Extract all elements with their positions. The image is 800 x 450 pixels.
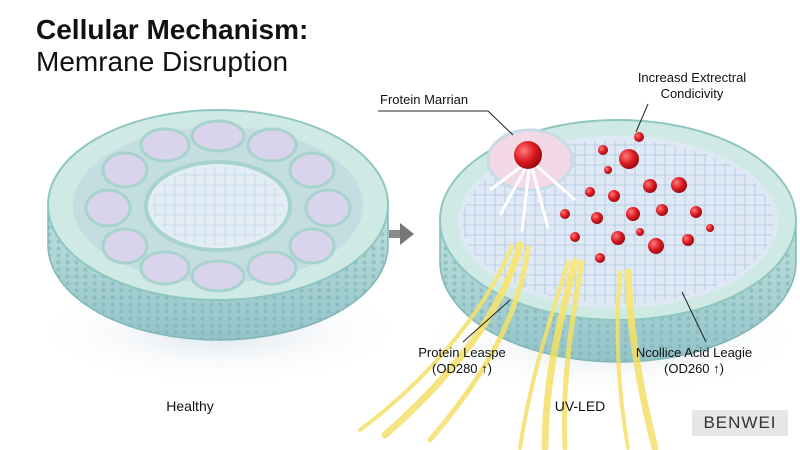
label-nucleic-acid-leakage-line-1: Ncollice Acid Leagie: [635, 345, 753, 360]
damaged-cell-pores: [440, 220, 796, 362]
healthy-cell: [30, 109, 410, 388]
healthy-cell-pores: [48, 205, 388, 340]
label-nucleic-acid-leakage: Ncollice Acid Leagie (OD260 ↑): [624, 345, 764, 377]
title-line-2: Memrane Disruption: [36, 46, 289, 77]
label-protein-marrian: Frotein Marrian: [380, 92, 469, 107]
healthy-cell-core-texture: [152, 167, 284, 245]
label-protein-leakage: Protein Leaspe (OD280 ↑): [402, 345, 522, 377]
particles: [514, 132, 714, 263]
label-nucleic-acid-leakage-line-2: (OD260 ↑): [664, 361, 724, 376]
label-protein-leakage-line-2: (OD280 ↑): [432, 361, 492, 376]
arrow-right-icon: [389, 223, 414, 245]
label-increased-conductivity: Increasd Extrectral Condicivity: [612, 70, 772, 102]
healthy-cell-compartments: [84, 119, 352, 293]
label-healthy: Healthy: [166, 398, 214, 414]
leader-lines: [378, 103, 707, 343]
damaged-cell: [358, 119, 800, 450]
label-protein-leakage-line-1: Protein Leaspe: [418, 345, 506, 360]
title-line-1: Cellular Mechanism:: [36, 14, 309, 45]
label-increased-conductivity-line-2: Condicivity: [660, 86, 724, 101]
label-increased-conductivity-line-1: Increasd Extrectral: [637, 70, 747, 85]
watermark: BENWEI: [692, 410, 788, 436]
leak-streams: [358, 241, 659, 450]
label-uv-led: UV-LED: [554, 398, 606, 414]
